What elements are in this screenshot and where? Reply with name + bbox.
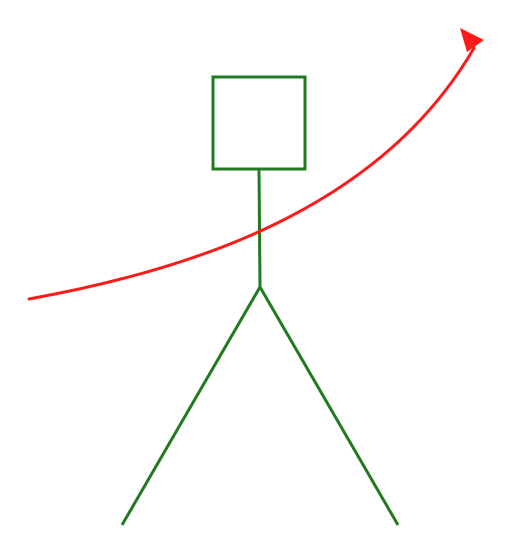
curved-arrow-line: [27, 46, 476, 301]
figure-left-leg-line: [120, 286, 262, 526]
curved-arrow-head-icon: [460, 28, 484, 52]
figure-right-leg-line: [258, 286, 400, 526]
figure-neck-line: [257, 168, 262, 288]
figure-head-box: [211, 75, 307, 171]
